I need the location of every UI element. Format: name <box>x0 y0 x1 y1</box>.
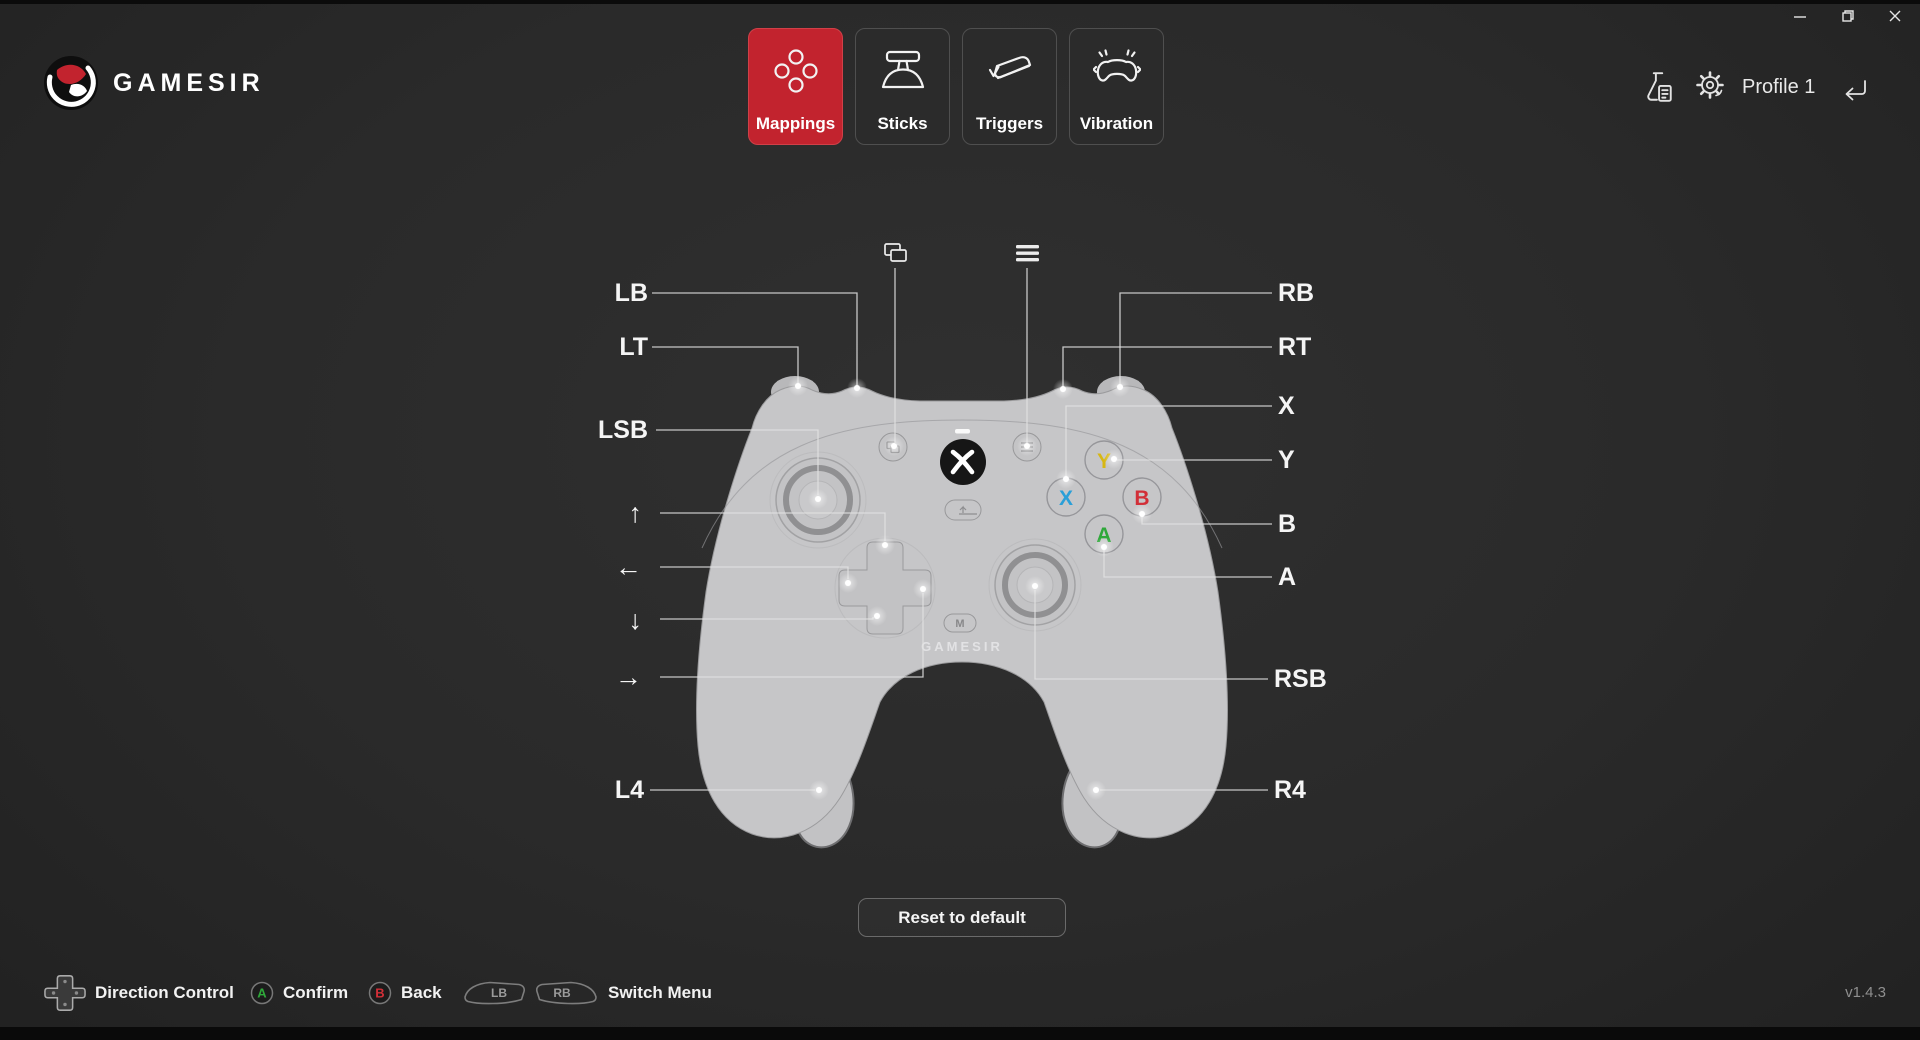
callout-label-lt: LT <box>619 333 648 361</box>
test-mode-button[interactable] <box>1642 70 1674 109</box>
hint-switch-menu: LB RB Switch Menu <box>462 972 712 1014</box>
joystick-icon <box>879 47 927 100</box>
xbox-home-button <box>940 429 986 485</box>
callout-labels: LB LT LSB ↑ ← ↓ → L4 RB RT X Y B A RSB R… <box>598 279 1327 804</box>
dpad-icon <box>44 975 86 1011</box>
restore-button[interactable] <box>1831 4 1865 28</box>
close-icon <box>1889 10 1901 22</box>
callout-label-dpad-up: ↑ <box>629 498 643 528</box>
rb-bumper-icon: RB <box>535 981 597 1005</box>
gamesir-bird-icon <box>44 56 98 110</box>
hint-direction-control: Direction Control <box>44 972 234 1014</box>
lb-bumper-label: LB <box>491 986 507 1000</box>
controller-mapping-figure: M Y X B A GAMESIR <box>598 243 1327 849</box>
close-button[interactable] <box>1878 4 1912 28</box>
face-buttons-icon <box>772 47 820 100</box>
tab-label: Vibration <box>1079 114 1154 133</box>
tab-mappings[interactable]: Mappings <box>748 28 843 145</box>
brand-logo: GAMESIR <box>42 54 265 112</box>
callout-glow-dots <box>788 376 1152 800</box>
face-button-b-letter: B <box>1134 487 1149 510</box>
hint-back: B Back <box>368 972 442 1014</box>
m-button-label: M <box>955 618 964 630</box>
hamburger-menu-icon <box>1016 245 1039 262</box>
tab-label: Mappings <box>755 114 836 133</box>
copy-screen-icon <box>884 243 907 262</box>
callout-label-x: X <box>1278 392 1295 420</box>
hint-label: Back <box>401 983 442 1002</box>
screenshot-button <box>944 499 982 521</box>
face-button-x-letter: X <box>1059 487 1073 510</box>
minimize-button[interactable] <box>1783 4 1817 28</box>
m-button: M <box>943 613 977 633</box>
tab-triggers[interactable]: Triggers <box>962 28 1057 145</box>
tab-vibration[interactable]: Vibration <box>1069 28 1164 145</box>
test-mode-icon <box>1647 72 1672 102</box>
titlebar-strip <box>0 0 1920 4</box>
a-badge-letter: A <box>257 986 267 1001</box>
app-version: v1.4.3 <box>1845 984 1886 1001</box>
trigger-icon <box>986 47 1034 100</box>
a-button-badge: A <box>250 981 274 1005</box>
callout-label-r4: R4 <box>1274 776 1306 804</box>
return-icon <box>1845 80 1866 101</box>
callout-label-dpad-right: → <box>615 662 642 692</box>
hint-label: Switch Menu <box>608 983 712 1002</box>
tab-sticks[interactable]: Sticks <box>855 28 950 145</box>
callout-label-lb: LB <box>615 279 648 307</box>
profile-name[interactable]: Profile 1 <box>1742 76 1816 98</box>
callout-label-y: Y <box>1278 446 1295 474</box>
callout-label-a: A <box>1278 563 1296 591</box>
hint-confirm: A Confirm <box>250 972 348 1014</box>
pairing-led <box>955 429 970 434</box>
settings-button[interactable] <box>1695 70 1727 107</box>
controller-body-wordmark: GAMESIR <box>921 639 1003 654</box>
restore-icon <box>1842 10 1854 22</box>
callout-label-dpad-left: ← <box>615 552 642 582</box>
callout-label-rsb: RSB <box>1274 665 1327 693</box>
callout-lines <box>650 268 1272 791</box>
bottom-edge-strip <box>0 1027 1920 1040</box>
reset-button-label: Reset to default <box>898 907 1026 927</box>
brand-wordmark: GAMESIR <box>113 68 265 97</box>
minimize-icon <box>1794 16 1806 18</box>
controller-body: M Y X B A GAMESIR <box>695 385 1229 839</box>
b-badge-letter: B <box>375 986 384 1001</box>
tab-label: Sticks <box>877 114 928 133</box>
callout-label-l4: L4 <box>615 776 644 804</box>
reset-to-default-button[interactable]: Reset to default <box>858 898 1066 937</box>
rb-bumper-label: RB <box>553 986 571 1000</box>
b-button-badge: B <box>368 981 392 1005</box>
return-button[interactable] <box>1838 73 1868 108</box>
tab-label: Triggers <box>975 114 1044 133</box>
lb-bumper-icon: LB <box>464 981 526 1005</box>
callout-label-b: B <box>1278 510 1296 538</box>
callout-label-dpad-down: ↓ <box>629 605 643 635</box>
callout-label-lsb: LSB <box>598 416 648 444</box>
hint-label: Direction Control <box>95 983 234 1002</box>
settings-gear-icon <box>1696 71 1724 99</box>
callout-label-rt: RT <box>1278 333 1311 361</box>
vibration-icon <box>1091 47 1142 100</box>
callout-label-rb: RB <box>1278 279 1314 307</box>
hint-label: Confirm <box>283 983 349 1002</box>
